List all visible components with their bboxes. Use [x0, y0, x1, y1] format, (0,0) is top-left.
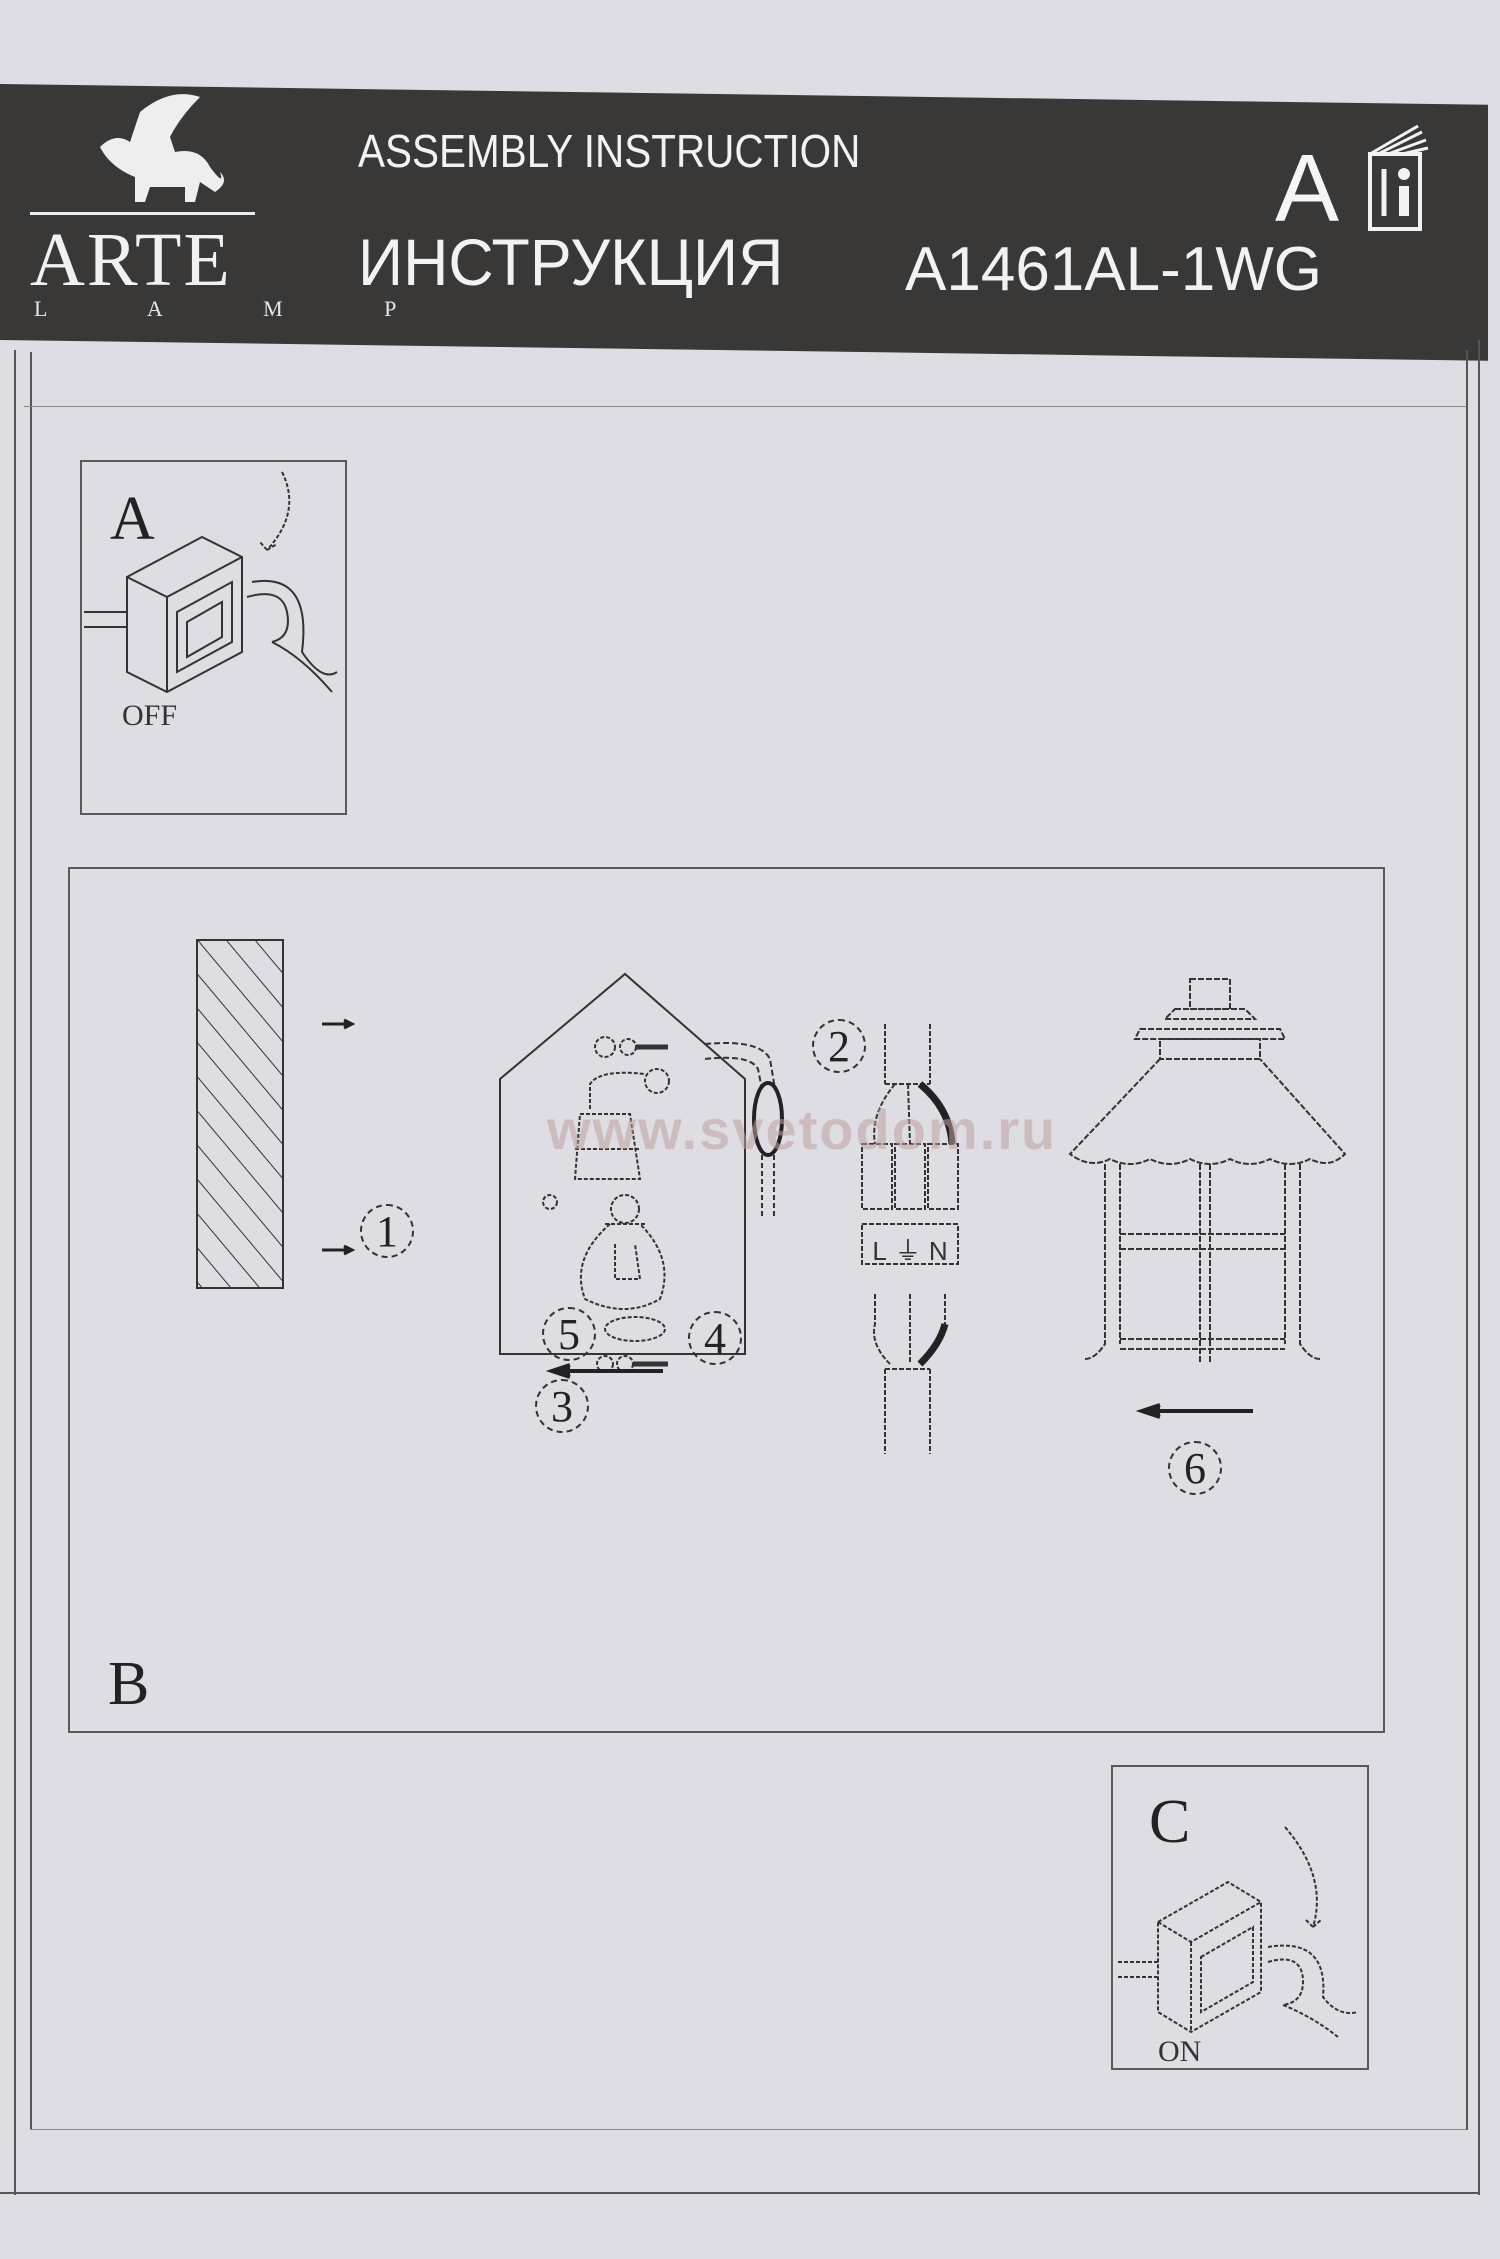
switch-on-icon [1118, 1826, 1359, 2038]
step-3-callout: 3 [535, 1379, 589, 1433]
step-5-callout: 5 [542, 1307, 596, 1361]
winged-lion-logo-icon [100, 94, 224, 202]
frame-outer-bottom [0, 2192, 1478, 2194]
panel-a-letter: A [110, 485, 155, 553]
header-band: ARTE L A M P ASSEMBLY INSTRUCTION ИНСТРУ… [0, 84, 1488, 361]
terminal-block-icon [861, 1024, 959, 1454]
frame-inner-top [24, 406, 1466, 407]
lantern-shade-icon [1068, 978, 1347, 1364]
panel-a: A OFF [80, 460, 347, 815]
title-english: ASSEMBLY INSTRUCTION [358, 125, 861, 177]
frame-inner-right [1466, 350, 1468, 2130]
panel-c-letter: C [1149, 1788, 1191, 1856]
instruction-book-icon [1368, 124, 1429, 231]
frame-outer-left [14, 350, 16, 2195]
watermark: www.svetodom.ru [547, 1098, 1058, 1161]
terminal-earth-label: ⏚ [894, 1236, 929, 1266]
panel-c: C ON [1111, 1765, 1369, 2070]
logo-divider [30, 212, 255, 215]
arrow-left-icon [1135, 1403, 1253, 1419]
frame-inner-bottom [30, 2129, 1466, 2130]
arrow-right-icon [322, 1244, 356, 1256]
wall-hatch-icon [196, 939, 284, 1289]
panel-a-caption: OFF [122, 699, 178, 732]
terminal-live-label: L [872, 1236, 895, 1266]
mounting-plate-icon [499, 972, 784, 1373]
model-number: A1461AL-1WG [905, 235, 1322, 304]
panel-b-letter: B [108, 1650, 150, 1718]
doc-letter: A [1275, 135, 1340, 242]
brand-name: ARTE [30, 218, 232, 302]
frame-outer-right [1478, 340, 1480, 2195]
step-4-callout: 4 [688, 1311, 742, 1365]
step-6-callout: 6 [1168, 1441, 1222, 1495]
step-1-callout: 1 [360, 1204, 414, 1258]
panel-c-caption: ON [1158, 2035, 1202, 2068]
terminal-neutral-label: N [928, 1236, 956, 1266]
frame-inner-left [30, 352, 32, 2129]
title-russian: ИНСТРУКЦИЯ [358, 225, 784, 299]
arrow-right-icon [322, 1018, 356, 1030]
switch-off-icon [84, 471, 338, 694]
terminal-labels: L⏚N [866, 1231, 962, 1268]
step-2-callout: 2 [812, 1019, 866, 1073]
arrow-left-icon [545, 1363, 663, 1379]
panel-b: B 1 2 3 4 [68, 867, 1385, 1733]
